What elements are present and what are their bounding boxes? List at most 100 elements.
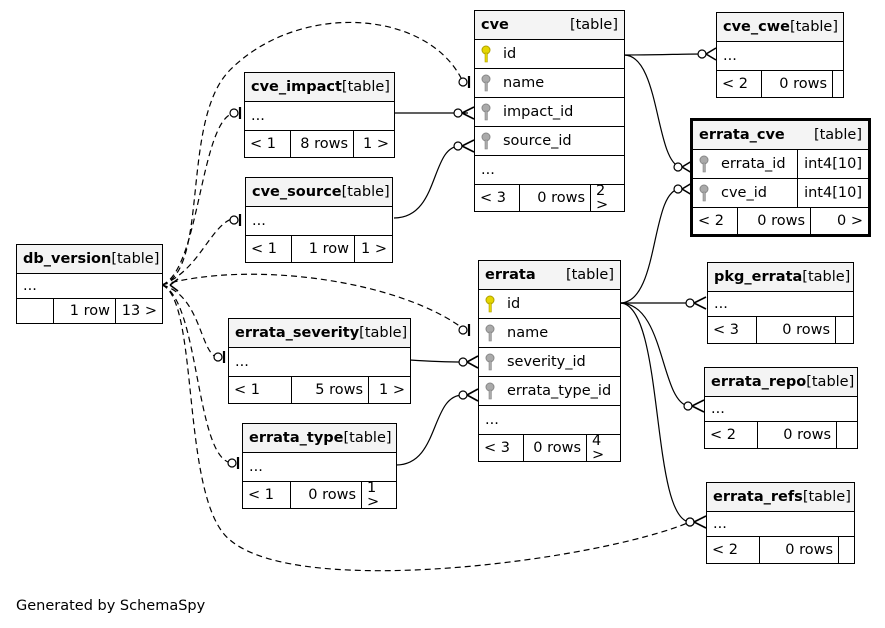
column-row[interactable]: source_id [475, 127, 624, 156]
children-count[interactable]: 13 > [121, 302, 157, 319]
parents-count[interactable]: < 2 [693, 208, 738, 234]
children-count[interactable]: 1 > [367, 479, 380, 510]
parents-count[interactable]: < 2 [707, 537, 760, 563]
parents-count[interactable]: < 1 [246, 236, 292, 262]
edge-db_version-cve_source [161, 217, 235, 286]
table-type: [table] [802, 488, 851, 505]
parents-count[interactable]: < 3 [479, 435, 524, 461]
row-count: 0 rows [757, 317, 836, 343]
children-count[interactable]: 1 > [379, 381, 405, 398]
table-header: cve [table] [475, 11, 624, 40]
row-count: 0 rows [760, 537, 839, 563]
edge-db_version-cve [161, 21, 464, 286]
table-footer: < 1 5 rows 1 > [229, 377, 410, 403]
table-type: [table] [341, 78, 390, 95]
column-name: name [503, 74, 545, 91]
column-row[interactable]: id [479, 290, 620, 319]
table-cve_impact[interactable]: cve_impact [table] ... < 1 8 rows 1 > [244, 72, 395, 158]
table-footer: < 1 8 rows 1 > [245, 131, 394, 157]
edge-cve-errata_cve-errata [623, 54, 681, 168]
ellipsis-row: ... [479, 406, 620, 435]
table-name: cve_source [252, 183, 342, 200]
table-pkg_errata[interactable]: pkg_errata [table] ... < 3 0 rows [707, 262, 854, 344]
table-name: cve_cwe [723, 18, 790, 35]
children-count[interactable]: 0 > [837, 212, 863, 229]
table-name: errata_severity [235, 324, 360, 341]
table-header: cve_source [table] [246, 178, 392, 207]
table-errata_refs[interactable]: errata_refs [table] ... < 2 0 rows [706, 482, 855, 564]
table-footer: < 2 0 rows [705, 422, 857, 448]
key-icon [481, 45, 495, 63]
ellipsis: ... [249, 458, 263, 475]
table-cve[interactable]: cve [table] id name impact_id source_id … [474, 10, 625, 212]
table-header: errata_severity [table] [229, 319, 410, 348]
key-icon [485, 382, 499, 400]
children-count[interactable] [839, 537, 854, 563]
ellipsis-row: ... [245, 102, 394, 131]
table-footer: < 2 0 rows [707, 537, 854, 563]
parents-count[interactable]: < 1 [243, 482, 291, 508]
children-count[interactable]: 1 > [361, 240, 387, 257]
children-count[interactable]: 1 > [363, 135, 389, 152]
parents-count[interactable]: < 1 [229, 377, 292, 403]
table-cve_cwe[interactable]: cve_cwe [table] ... < 2 0 rows [716, 12, 844, 98]
table-header: errata_repo [table] [705, 368, 857, 397]
table-footer: < 2 0 rows [717, 71, 843, 97]
ellipsis-row: ... [707, 512, 854, 537]
key-icon [485, 324, 499, 342]
table-errata_severity[interactable]: errata_severity [table] ... < 1 5 rows 1… [228, 318, 411, 404]
table-errata_repo[interactable]: errata_repo [table] ... < 2 0 rows [704, 367, 858, 449]
children-count[interactable] [836, 317, 853, 343]
children-count[interactable] [833, 71, 843, 97]
table-errata[interactable]: errata [table] id name severity_id errat… [478, 260, 621, 462]
children-count[interactable]: 4 > [592, 432, 605, 463]
ellipsis: ... [251, 107, 265, 124]
column-name: name [507, 324, 549, 341]
parents-count[interactable]: < 3 [708, 317, 757, 343]
parents-count[interactable]: < 2 [705, 422, 758, 448]
ellipsis-row: ... [246, 207, 392, 236]
column-name: severity_id [507, 353, 586, 370]
generated-by-credit: Generated by SchemaSpy [16, 598, 206, 614]
edge-errata-errata_cve-cve [619, 188, 681, 304]
column-name: source_id [503, 132, 572, 149]
table-name: cve [481, 16, 509, 33]
parents-count[interactable]: < 3 [475, 185, 520, 211]
column-name: cve_id [721, 184, 767, 201]
table-errata_type[interactable]: errata_type [table] ... < 1 0 rows 1 > [242, 423, 397, 509]
edge-cve_source-cve [393, 145, 461, 219]
parents-count[interactable] [17, 299, 54, 323]
ellipsis: ... [711, 400, 725, 417]
children-count[interactable] [837, 422, 857, 448]
table-cve_source[interactable]: cve_source [table] ... < 1 1 row 1 > [245, 177, 393, 263]
row-count: 1 row [292, 236, 355, 262]
column-row[interactable]: id [475, 40, 624, 69]
table-header: cve_cwe [table] [717, 13, 843, 42]
parents-count[interactable]: < 2 [717, 71, 762, 97]
table-db_version[interactable]: db_version [table] ... 1 row 13 > [16, 244, 163, 324]
column-row[interactable]: errata_type_id [479, 377, 620, 406]
table-type: [table] [806, 373, 855, 390]
parents-count[interactable]: < 1 [245, 131, 291, 157]
key-icon [481, 74, 495, 92]
table-name: db_version [23, 250, 112, 267]
ellipsis: ... [481, 161, 495, 178]
table-name: errata [485, 266, 536, 283]
table-type: [table] [565, 266, 614, 283]
table-type: [table] [802, 268, 851, 285]
ellipsis: ... [235, 353, 249, 370]
column-row[interactable]: impact_id [475, 98, 624, 127]
column-row[interactable]: name [479, 319, 620, 348]
column-row[interactable]: severity_id [479, 348, 620, 377]
table-type: [table] [341, 183, 390, 200]
ellipsis-row: ... [229, 348, 410, 377]
ellipsis-row: ... [475, 156, 624, 185]
ellipsis: ... [485, 411, 499, 428]
column-row[interactable]: name [475, 69, 624, 98]
ellipsis: ... [23, 277, 37, 294]
children-count[interactable]: 2 > [596, 182, 609, 213]
key-icon [485, 295, 499, 313]
